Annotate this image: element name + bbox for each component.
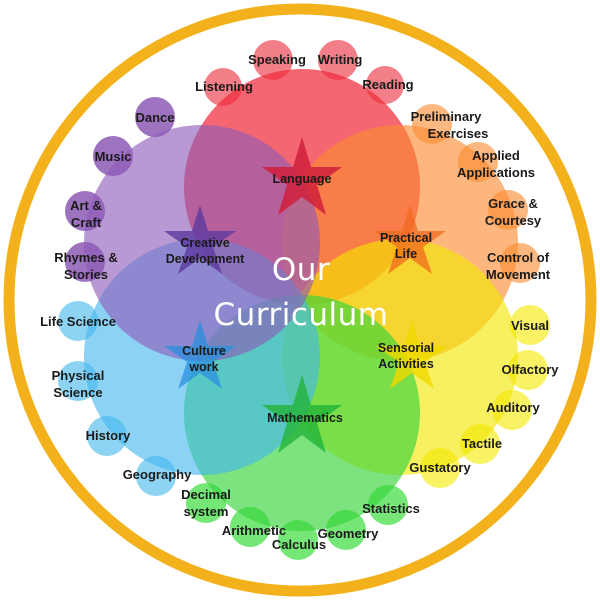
- item-olfactory: Olfactory: [501, 362, 559, 377]
- bubble-olfactory: [508, 350, 548, 390]
- item-control-2: Movement: [486, 267, 551, 282]
- item-applied-1: Applied: [472, 148, 520, 163]
- item-history: History: [86, 428, 132, 443]
- item-art-craft-2: Craft: [71, 215, 102, 230]
- area-label-creative-1: Creative: [180, 236, 229, 250]
- area-label-language: Language: [272, 172, 331, 186]
- item-listening: Listening: [195, 79, 253, 94]
- area-label-sensorial-1: Sensorial: [378, 341, 434, 355]
- item-statistics: Statistics: [362, 501, 420, 516]
- item-geometry: Geometry: [318, 526, 379, 541]
- item-tactile: Tactile: [462, 436, 502, 451]
- title-line1: Our: [272, 252, 330, 288]
- area-label-culture-1: Culture: [182, 344, 226, 358]
- area-label-creative-2: Development: [166, 252, 245, 266]
- star-icon-language: [262, 137, 342, 215]
- item-music: Music: [95, 149, 132, 164]
- item-visual: Visual: [511, 318, 549, 333]
- item-rhymes-2: Stories: [64, 267, 108, 282]
- item-arithmetic: Arithmetic: [222, 523, 286, 538]
- item-calculus: Calculus: [272, 537, 326, 552]
- item-art-craft-1: Art &: [70, 198, 102, 213]
- star-icon-creative: [164, 205, 236, 274]
- bubble-dance: [135, 97, 175, 137]
- item-preliminary-1: Preliminary: [411, 109, 483, 124]
- stars: [164, 137, 448, 453]
- item-gustatory: Gustatory: [409, 460, 471, 475]
- area-label-practical-life-2: Life: [395, 247, 417, 261]
- item-grace-2: Courtesy: [485, 213, 542, 228]
- item-decimal-2: system: [184, 504, 229, 519]
- star-icon-culture: [164, 320, 236, 389]
- item-physical-science-2: Science: [53, 385, 102, 400]
- star-icon-practical-life: [374, 205, 446, 274]
- item-decimal-1: Decimal: [181, 487, 231, 502]
- item-preliminary-2: Exercises: [428, 126, 489, 141]
- bubble-visual: [510, 305, 550, 345]
- item-physical-science-1: Physical: [52, 368, 105, 383]
- area-label-practical-life-1: Practical: [380, 231, 432, 245]
- item-rhymes-1: Rhymes &: [54, 250, 118, 265]
- item-writing: Writing: [318, 52, 363, 67]
- area-label-culture-2: work: [188, 360, 218, 374]
- title-line2: Curriculum: [213, 297, 388, 333]
- area-label-mathematics: Mathematics: [267, 411, 343, 425]
- item-control-1: Control of: [487, 250, 550, 265]
- item-dance: Dance: [135, 110, 174, 125]
- star-icon-mathematics: [262, 375, 342, 453]
- item-geography: Geography: [123, 467, 192, 482]
- bubble-speaking: [253, 40, 293, 80]
- item-life-science: Life Science: [40, 314, 116, 329]
- item-grace-1: Grace &: [488, 196, 538, 211]
- star-icon-sensorial: [376, 320, 448, 389]
- item-speaking: Speaking: [248, 52, 306, 67]
- item-reading: Reading: [362, 77, 413, 92]
- item-applied-2: Applications: [457, 165, 535, 180]
- item-auditory: Auditory: [486, 400, 540, 415]
- bubble-reading: [366, 66, 404, 104]
- area-label-sensorial-2: Activities: [378, 357, 434, 371]
- bubble-writing: [318, 40, 358, 80]
